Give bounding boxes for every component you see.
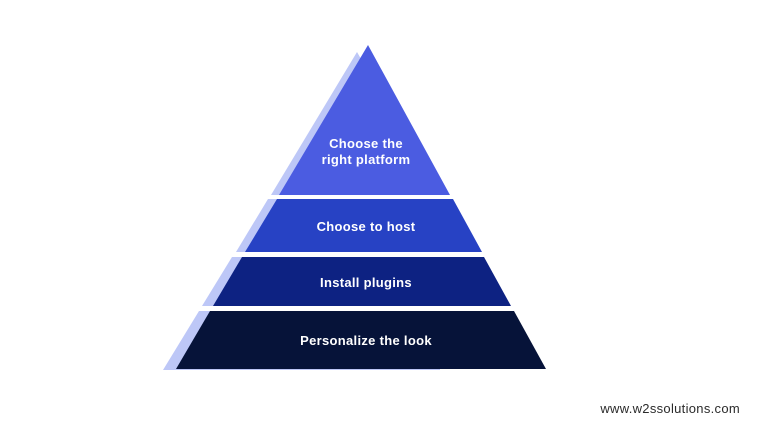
pyramid-level-2-shape xyxy=(245,199,482,252)
website-url: www.w2ssolutions.com xyxy=(600,401,740,416)
pyramid-level-3-shape xyxy=(213,257,511,306)
pyramid-level-4-shape xyxy=(176,311,546,369)
pyramid-level-1-shape xyxy=(279,45,450,195)
pyramid-levels xyxy=(176,45,546,369)
